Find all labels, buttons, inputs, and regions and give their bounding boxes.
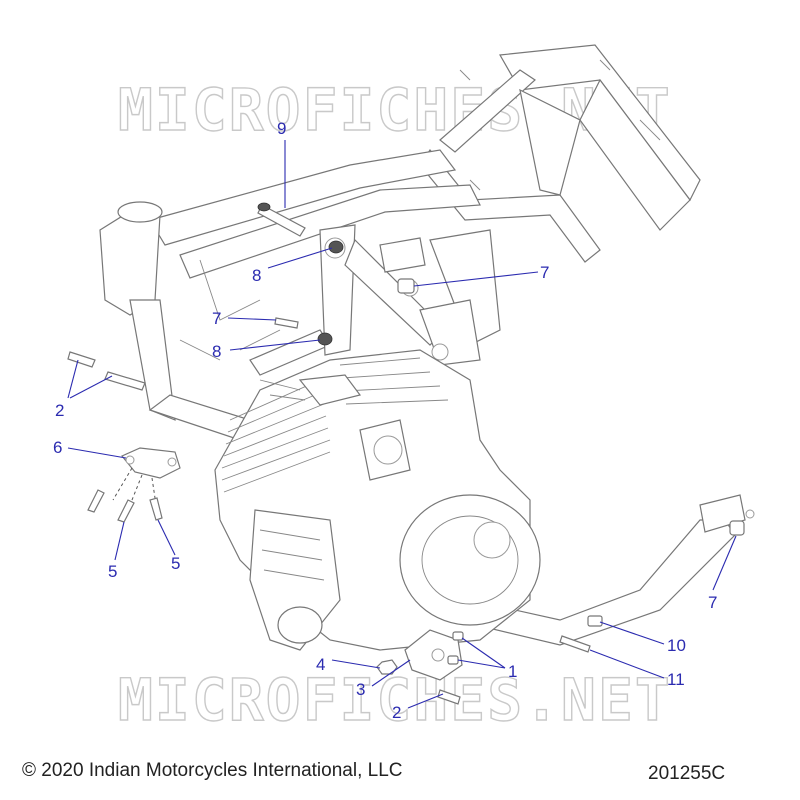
callout-1: 1 xyxy=(508,662,517,681)
callout-4: 4 xyxy=(316,655,325,674)
callout-2-upper: 2 xyxy=(55,401,64,420)
callout-10: 10 xyxy=(667,636,686,655)
watermark-bottom: MICROFICHES.NET xyxy=(118,666,672,734)
callout-7-upper-right: 7 xyxy=(540,263,549,282)
callout-5-right: 5 xyxy=(171,554,180,573)
callout-7-upper-left: 7 xyxy=(212,309,221,328)
callout-8-upper: 8 xyxy=(252,266,261,285)
frame-illustration xyxy=(99,44,746,646)
copyright-notice: © 2020 Indian Motorcycles International,… xyxy=(22,760,403,781)
callout-labels: 9 8 7 8 7 2 6 5 5 7 10 11 4 3 2 1 xyxy=(53,119,717,722)
engine-illustration xyxy=(214,349,541,651)
callout-8-lower: 8 xyxy=(212,342,221,361)
watermark-top: MICROFICHES.NET xyxy=(118,76,672,144)
callout-11: 11 xyxy=(667,670,685,689)
callout-2-lower: 2 xyxy=(392,703,401,722)
callout-6: 6 xyxy=(53,438,62,457)
callout-7-lower-right: 7 xyxy=(708,593,717,612)
callout-3: 3 xyxy=(356,680,365,699)
drawing-number: 201255C xyxy=(648,763,726,784)
callout-9: 9 xyxy=(277,119,286,138)
hardware-illustration xyxy=(67,202,755,705)
leader-lines xyxy=(67,140,737,709)
callout-5-left: 5 xyxy=(108,562,117,581)
